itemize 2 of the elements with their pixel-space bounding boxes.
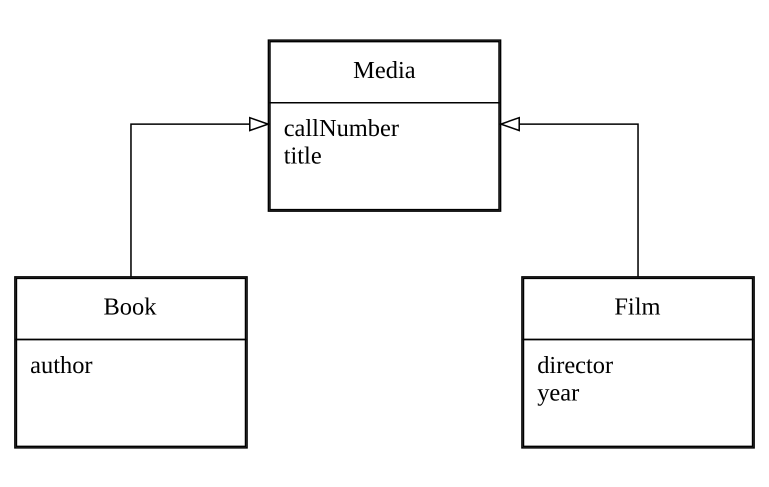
arrow — [498, 116, 639, 276]
arrow — [130, 116, 270, 276]
